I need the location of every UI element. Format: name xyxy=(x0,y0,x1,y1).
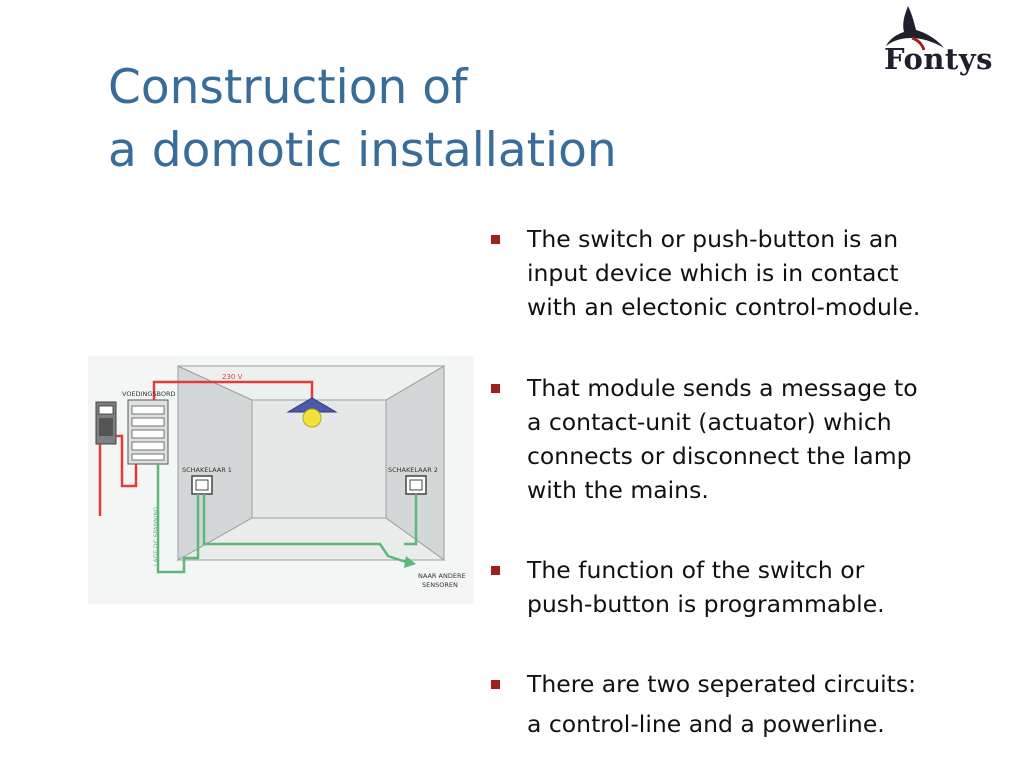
bullet-list: The switch or push-button is an input de… xyxy=(490,222,1015,741)
bullet-marker-icon xyxy=(491,680,500,689)
bullet-item: That module sends a message to a contact… xyxy=(490,371,1015,507)
slide-title: Construction of a domotic installation xyxy=(108,56,808,182)
bullet-marker-icon xyxy=(491,384,500,393)
label-switch-1: SCHAKELAAR 1 xyxy=(182,466,232,474)
label-other-sensors-1: NAAR ANDERE xyxy=(418,572,466,580)
bullet-line: a control-line and a powerline. xyxy=(527,710,885,738)
bullet-line: a contact-unit (actuator) which xyxy=(527,408,892,436)
slide-title-line-1: Construction of xyxy=(108,60,468,115)
lamp-bulb xyxy=(302,408,322,428)
switch-1 xyxy=(191,475,213,495)
label-low-dc: LAGE DC SPANNING xyxy=(153,506,160,566)
bullet-item: The switch or push-button is an input de… xyxy=(490,222,1015,324)
bullet-line: push-button is programmable. xyxy=(527,590,885,618)
bullet-item: The function of the switch or push-butto… xyxy=(490,553,1015,621)
label-voltage: 230 V xyxy=(222,373,243,381)
bullet-line: The switch or push-button is an xyxy=(527,225,899,253)
bullet-marker-icon xyxy=(491,566,500,575)
room-floor xyxy=(176,517,446,561)
bullet-line: That module sends a message to xyxy=(527,374,918,402)
control-line xyxy=(156,464,200,574)
bullet-line: input device which is in contact xyxy=(527,259,899,287)
bullet-line: The function of the switch or xyxy=(527,556,865,584)
fontys-logo: Fontys xyxy=(878,2,1024,90)
bullet-line: with an electonic control-module. xyxy=(527,293,921,321)
domotic-diagram: 230 V VOEDINGSBORD SCHAKELAAR 1 SCHAKELA… xyxy=(88,356,474,604)
bullet-item: There are two seperated circuits: a cont… xyxy=(490,667,1015,741)
label-switch-2: SCHAKELAAR 2 xyxy=(388,466,438,474)
bullet-line: with the mains. xyxy=(527,476,709,504)
slide-title-line-2: a domotic installation xyxy=(108,123,617,178)
bird-icon xyxy=(886,6,944,51)
switch-2 xyxy=(405,475,427,495)
bullet-line: There are two seperated circuits: xyxy=(527,670,917,698)
label-supply-board: VOEDINGSBORD xyxy=(122,390,176,398)
logo-text: Fontys xyxy=(884,42,994,76)
label-other-sensors-2: SENSOREN xyxy=(422,581,458,589)
bullet-marker-icon xyxy=(491,235,500,244)
bullet-line: connects or disconnect the lamp xyxy=(527,442,912,470)
